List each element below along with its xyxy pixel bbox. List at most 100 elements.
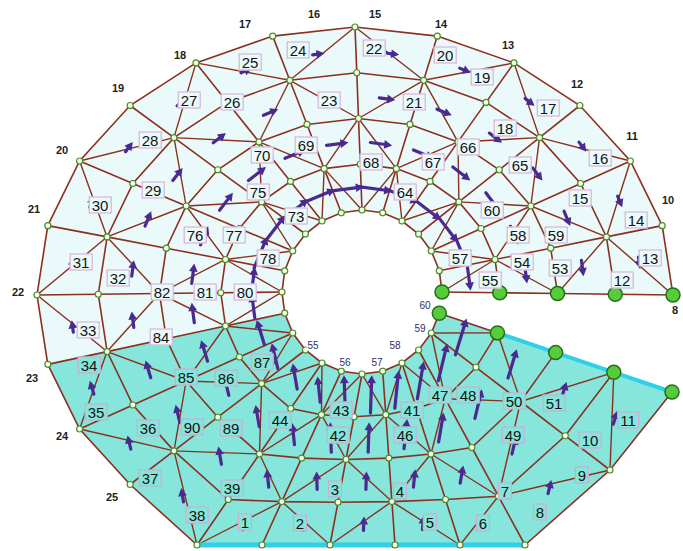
mesh-node [104,349,110,355]
mesh-node [193,60,199,66]
node-number: 8 [671,304,679,316]
arrow-head [462,66,471,74]
mesh-node [548,245,554,251]
support-band [498,333,673,392]
element-number: 84 [150,329,173,346]
arrow-head [290,364,299,373]
arrow-head [449,233,457,242]
support-node [608,287,622,301]
arrow-head [365,422,374,430]
arrow-head [340,375,349,383]
mesh-node [428,451,434,457]
mesh-node [359,371,365,377]
mesh-node [436,268,442,274]
mesh-node [163,245,169,251]
arrow-head [438,412,447,421]
arrow-head [441,344,450,353]
element-number: 2 [293,515,307,532]
arrow-head [465,282,474,291]
support-band [197,543,525,548]
mesh-node [236,354,242,360]
mesh-node [130,402,136,408]
arrow-head [199,340,207,349]
element-number: 76 [184,227,207,244]
mesh-line [174,451,197,545]
element-number: 25 [239,54,262,71]
element-number: 75 [247,184,270,201]
mesh-line [282,460,346,502]
element-number: 31 [70,254,93,271]
arrow-head [314,376,323,384]
element-number: 10 [579,432,602,449]
mesh-line [37,295,107,352]
mesh-line [431,333,610,470]
mesh-node [256,139,262,145]
mesh-node [434,33,440,39]
element-number: 47 [429,387,452,404]
mesh-line [606,237,673,295]
mesh-line [259,80,290,142]
element-number: 5 [423,514,437,531]
element-number: 8 [533,504,547,521]
element-number: 53 [549,260,572,277]
element-number: 6 [476,515,490,532]
mesh-node [416,347,422,353]
mesh-node [356,116,362,122]
arrow-head [88,381,96,390]
arrow-head [560,382,569,391]
element-number: 12 [611,272,634,289]
element-number: 59 [545,227,568,244]
mesh-node [34,292,40,298]
support-node [607,365,621,379]
node-number: 21 [27,203,41,215]
mesh-line [383,36,438,213]
arrow-head [125,436,134,445]
element-number: 58 [507,227,530,244]
mesh-node [607,467,613,473]
element-number: 36 [137,420,160,437]
mesh-node [282,310,288,316]
mesh-node [183,203,189,209]
element-number: 55 [479,272,502,289]
node-number: 23 [25,372,39,384]
node-number: 19 [111,82,125,94]
element-number: 85 [175,369,198,386]
mesh-node [443,497,449,503]
arrow-head [510,349,518,358]
element-number: 49 [502,427,525,444]
arrow-head [359,517,368,525]
support-node [435,285,449,299]
mesh-node [603,234,609,240]
mesh-node [194,542,200,548]
mesh-node [127,482,133,488]
vector-arrow [417,366,423,399]
node-number: 56 [338,357,351,368]
element-number: 43 [330,402,353,419]
element-number: 14 [625,212,648,229]
element-number: 78 [257,250,280,267]
element-number: 19 [471,69,494,86]
element-number: 82 [151,284,174,301]
arrow-head [578,143,586,152]
mesh-node [428,330,434,336]
mesh-node [304,121,310,127]
arrow-head [249,267,258,276]
element-number: 46 [394,427,417,444]
mesh-line [383,371,395,545]
node-number: 12 [570,78,584,90]
mesh-node [456,199,462,205]
node-number: 60 [418,300,431,311]
vector-arrow [438,348,446,380]
mesh-node [338,368,344,374]
element-number: 35 [85,404,108,421]
vector-arrow [455,323,465,355]
mesh-node [321,166,327,172]
mesh-line [80,429,174,451]
mesh-node [577,102,583,108]
mesh-element [606,226,673,295]
mesh-node [416,231,422,237]
element-number: 34 [78,357,101,374]
element-number: 80 [234,284,257,301]
node-number: 57 [370,357,383,368]
